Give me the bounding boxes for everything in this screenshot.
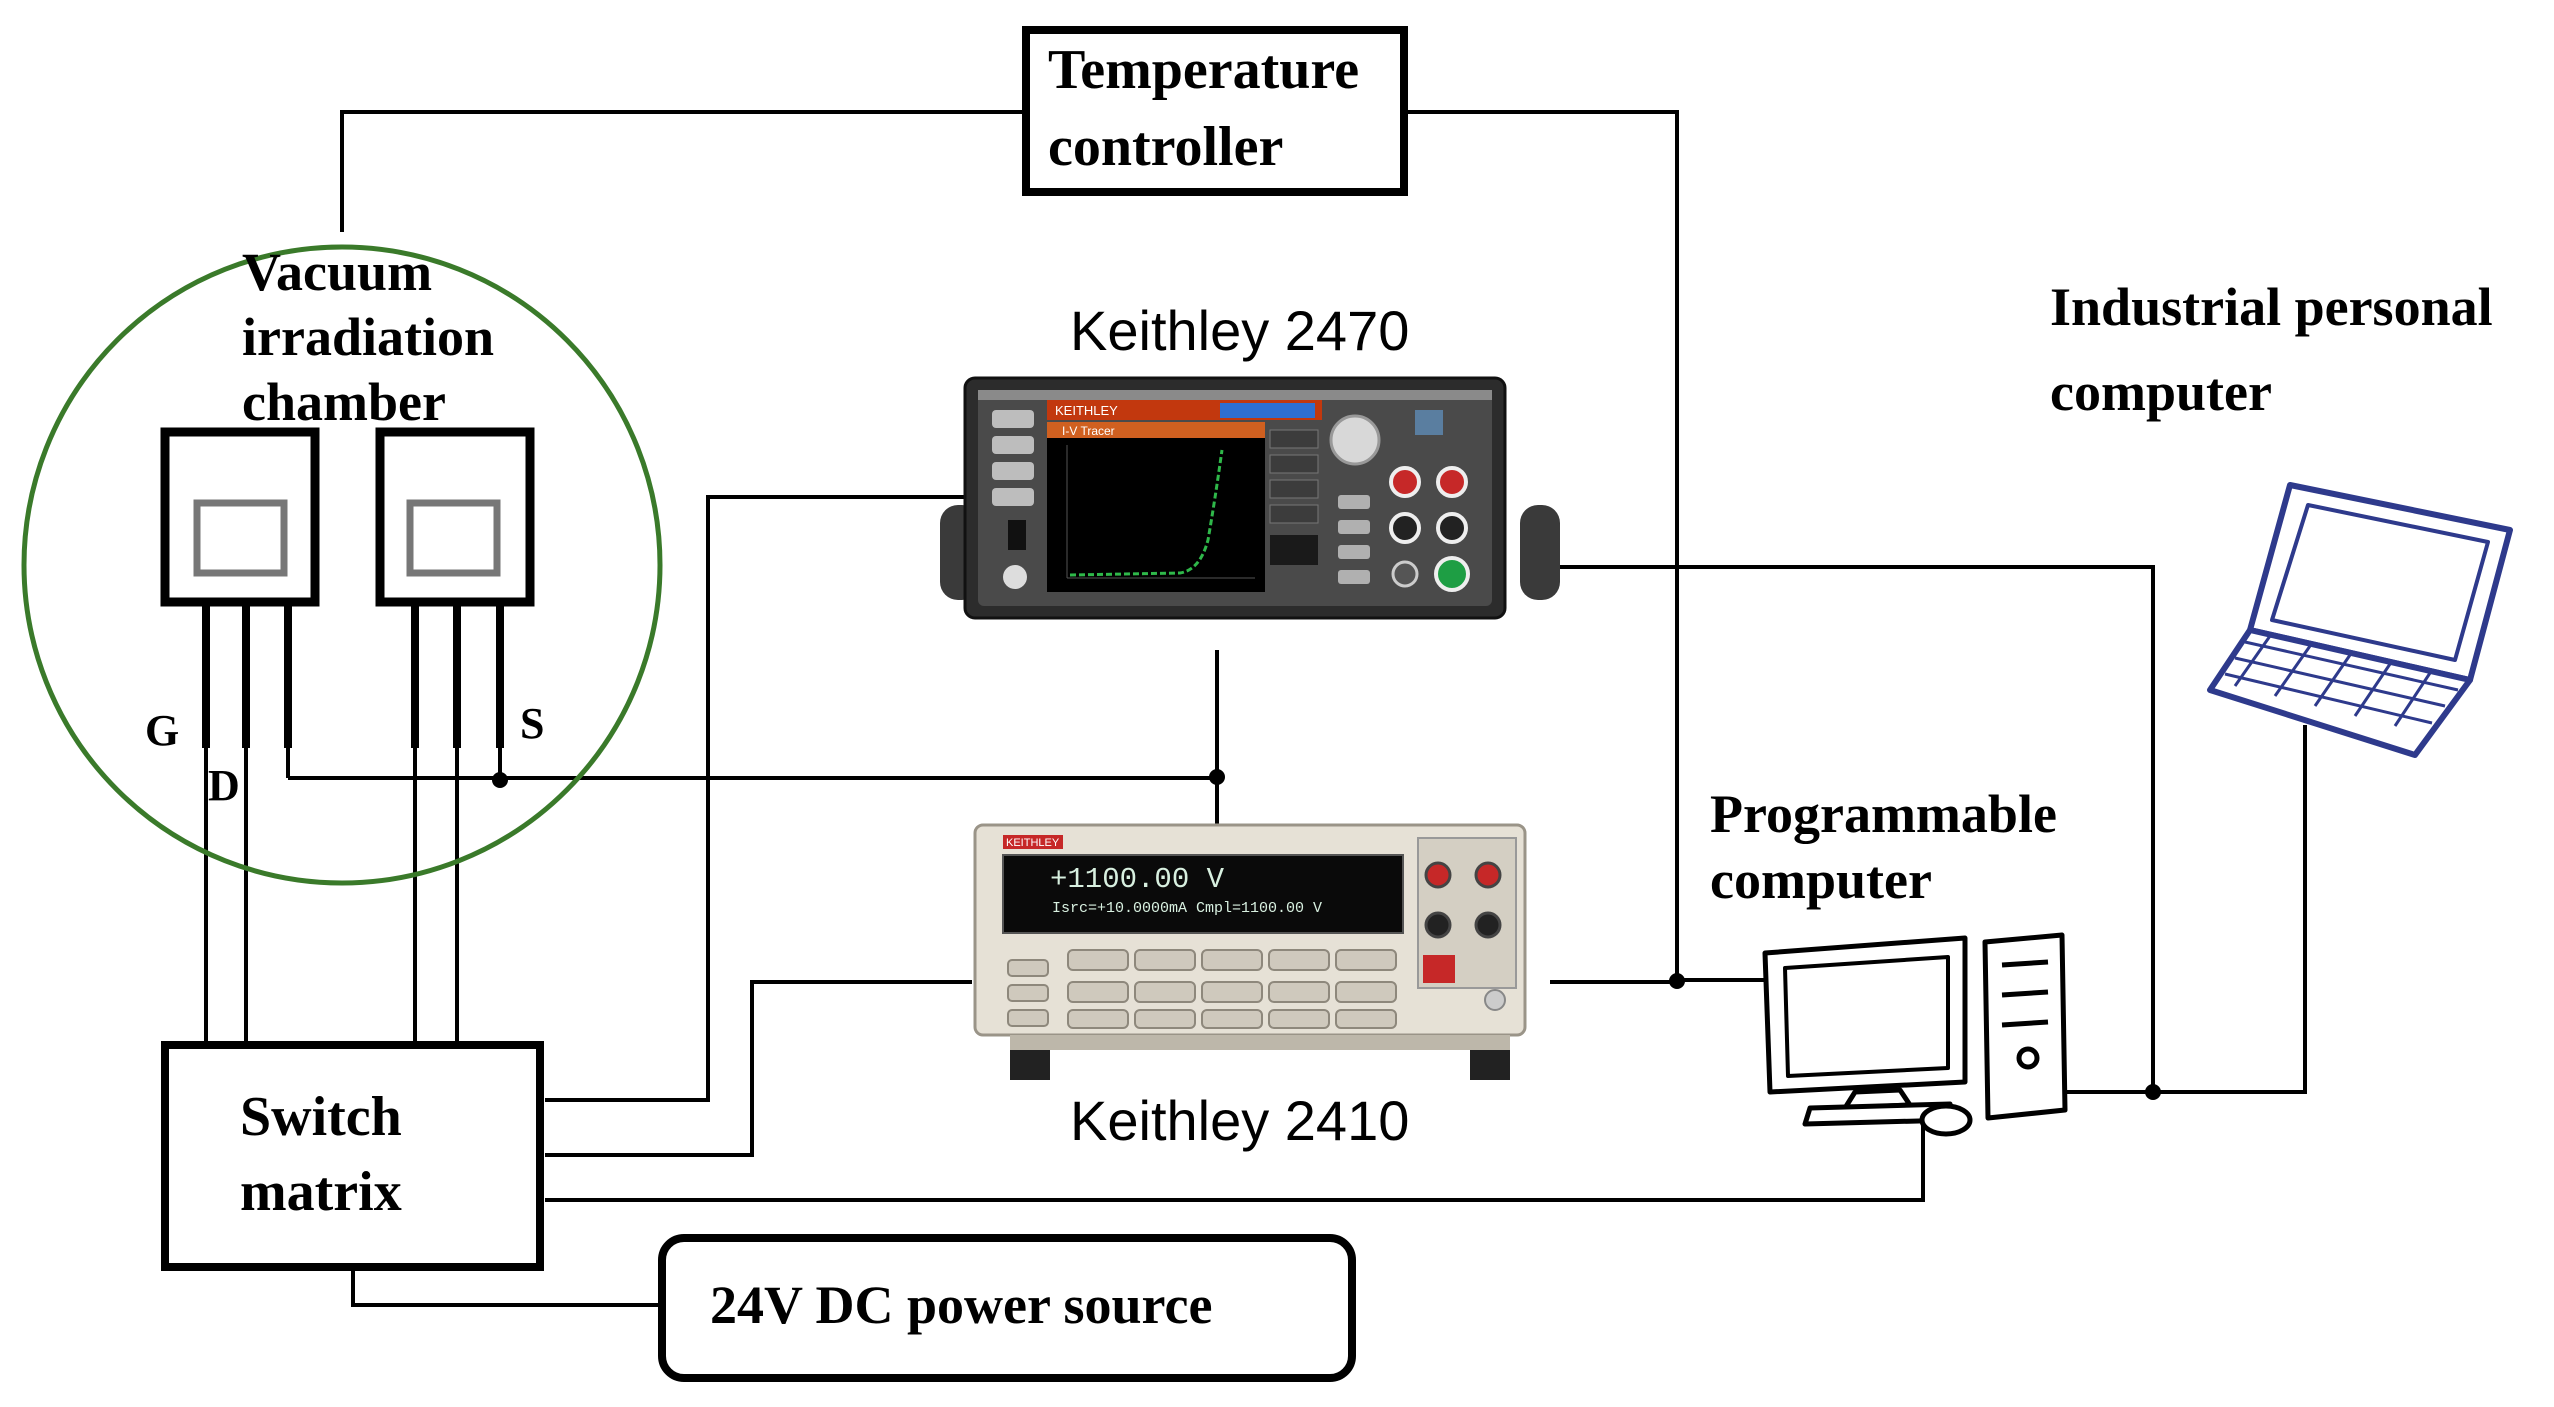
programmable-computer-label-line2: computer: [1710, 850, 1932, 910]
connection-wires: [204, 110, 2307, 1307]
temperature-controller-label-line1: Temperature: [1048, 39, 1359, 101]
keithley-2470-instrument: Keithley 2470 KEITHLEY I-V Tracer: [940, 299, 1560, 620]
junction-dot: [1209, 769, 1225, 785]
chamber-label-line3: chamber: [242, 372, 446, 432]
industrial-pc-label-line1: Industrial personal: [2050, 277, 2493, 337]
industrial-personal-computer: Industrial personal computer: [2050, 277, 2513, 758]
wire-computer-ipc: [2060, 725, 2307, 1094]
wire-switch-computer: [545, 1110, 1925, 1202]
programmable-computer-label-line1: Programmable: [1710, 784, 2057, 844]
k2470-screen-title: I-V Tracer: [1062, 424, 1115, 438]
switch-matrix-label-line2: matrix: [240, 1161, 402, 1223]
power-source-box: 24V DC power source: [658, 1234, 1356, 1382]
programmable-computer: Programmable computer: [1710, 784, 2068, 1137]
wire-k2470-bus: [1530, 565, 2155, 1092]
switch-matrix-box: Switch matrix: [161, 1041, 544, 1271]
keithley-2410-label: Keithley 2410: [1070, 1089, 1409, 1152]
wire-switch-k2410: [545, 980, 972, 1157]
chamber-label-line2: irradiation: [242, 307, 494, 367]
junction-dot: [492, 772, 508, 788]
pin-label-d: D: [208, 761, 240, 810]
switch-matrix-label-line1: Switch: [240, 1086, 402, 1148]
iv-curve: [1069, 449, 1224, 577]
wire-switch-k2470: [545, 495, 975, 1102]
transistor-device-1: [160, 427, 320, 748]
chamber-label-line1: Vacuum: [242, 242, 432, 302]
k2410-display-line1: +1100.00 V: [1050, 863, 1225, 896]
wire-switch-power: [351, 1270, 662, 1307]
wire-chamber-temperature: [340, 110, 1026, 232]
industrial-pc-label-line2: computer: [2050, 362, 2272, 422]
pin-label-g: G: [145, 706, 179, 755]
k2470-brand: KEITHLEY: [1055, 403, 1118, 418]
transistor-device-2: [375, 427, 535, 748]
laptop-icon: [2207, 482, 2513, 758]
power-source-label: 24V DC power source: [710, 1275, 1212, 1335]
pin-label-s: S: [520, 699, 544, 748]
keithley-2410-instrument: KEITHLEY +1100.00 V Isrc=+10.0000mA Cmpl…: [973, 823, 1527, 1152]
k2410-brand: KEITHLEY: [1006, 837, 1060, 849]
desktop-computer-icon: [1762, 932, 2068, 1137]
keithley-2470-label: Keithley 2470: [1070, 299, 1409, 362]
junction-dot: [2145, 1084, 2161, 1100]
junction-dot: [1669, 973, 1685, 989]
temperature-controller-box: Temperature controller: [1022, 26, 1408, 196]
temperature-controller-label-line2: controller: [1048, 116, 1283, 178]
k2410-display-line2: Isrc=+10.0000mA Cmpl=1100.00 V: [1052, 900, 1322, 917]
vacuum-irradiation-chamber: Vacuum irradiation chamber G D S: [21, 242, 663, 886]
wire-temperature-computer: [1404, 110, 1775, 982]
